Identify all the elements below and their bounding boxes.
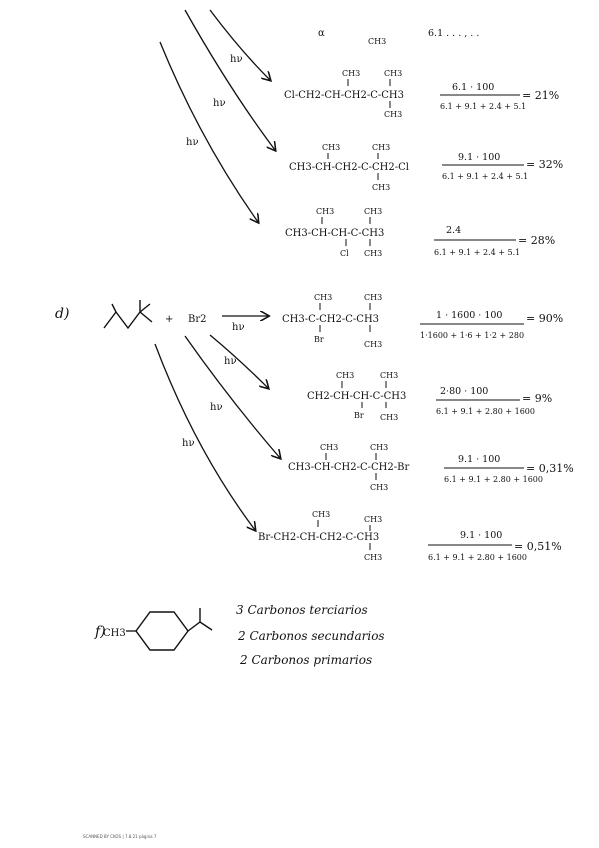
svg-text:CH3: CH3 bbox=[364, 293, 382, 302]
reagent-br2: Br2 bbox=[188, 314, 207, 325]
numerator-c1: 6.1 · 100 bbox=[452, 82, 494, 93]
svg-text:CH3: CH3 bbox=[364, 515, 382, 524]
isopropyl-group bbox=[187, 608, 213, 632]
numerator-c2: 9.1 · 100 bbox=[458, 152, 500, 163]
formula-d4: Br-CH2-CH-CH2-C-CH3 bbox=[258, 532, 379, 543]
svg-text:Br: Br bbox=[314, 335, 324, 344]
formula-c1: Cl-CH2-CH-CH2-C-CH3 bbox=[284, 90, 404, 101]
label-d: d) bbox=[55, 306, 69, 322]
partial-cl: α bbox=[318, 28, 325, 39]
product-c1: CH3 CH3 Cl-CH2-CH-CH2-C-CH3 CH3 6.1 · 10… bbox=[284, 69, 559, 119]
denominator-c3: 6.1 + 9.1 + 2.4 + 5.1 bbox=[434, 248, 520, 257]
hv-d-2: hν bbox=[210, 402, 223, 413]
note-primarios: 2 Carbonos primarios bbox=[239, 653, 372, 667]
svg-text:CH3: CH3 bbox=[380, 413, 398, 422]
product-d2: CH3 CH3 CH2-CH-CH-C-CH3 Br CH3 2·80 · 10… bbox=[307, 371, 552, 422]
svg-text:CH3: CH3 bbox=[342, 69, 360, 78]
svg-text:CH3: CH3 bbox=[370, 443, 388, 452]
partial-ch3: CH3 bbox=[368, 37, 386, 46]
substituent-ch3: CH3 bbox=[103, 628, 126, 639]
partial-fraction: 6.1 . . . , . . bbox=[428, 28, 479, 39]
denominator-d2: 6.1 + 9.1 + 2.80 + 1600 bbox=[436, 407, 535, 416]
svg-text:CH3: CH3 bbox=[316, 207, 334, 216]
label-f: f) bbox=[94, 624, 106, 640]
svg-text:CH3: CH3 bbox=[364, 340, 382, 349]
result-d3: = 0,31% bbox=[526, 462, 574, 475]
product-d1: CH3 CH3 CH3-C-CH2-C-CH3 Br CH3 1 · 1600 … bbox=[282, 293, 563, 349]
formula-c2: CH3-CH-CH2-C-CH2-Cl bbox=[289, 162, 409, 173]
numerator-d2: 2·80 · 100 bbox=[440, 386, 488, 397]
svg-text:CH3: CH3 bbox=[380, 371, 398, 380]
result-c2: = 32% bbox=[526, 158, 563, 171]
svg-text:Cl: Cl bbox=[340, 249, 349, 258]
svg-text:CH3: CH3 bbox=[364, 249, 382, 258]
product-c3: CH3 CH3 CH3-CH-CH-C-CH3 Cl CH3 2.4 6.1 +… bbox=[285, 207, 555, 258]
cyclohexane-ring bbox=[135, 611, 189, 651]
numerator-d1: 1 · 1600 · 100 bbox=[436, 310, 502, 321]
svg-text:CH3: CH3 bbox=[322, 143, 340, 152]
hv-d-1: hν bbox=[224, 356, 237, 367]
product-d3: CH3 CH3 CH3-CH-CH2-C-CH2-Br CH3 9.1 · 10… bbox=[288, 443, 574, 492]
result-d2: = 9% bbox=[522, 392, 552, 405]
svg-text:Br: Br bbox=[354, 411, 364, 420]
numerator-d4: 9.1 · 100 bbox=[460, 530, 502, 541]
result-c3: = 28% bbox=[518, 234, 555, 247]
note-secundarios: 2 Carbonos secundarios bbox=[237, 629, 385, 643]
formula-c3: CH3-CH-CH-C-CH3 bbox=[285, 228, 384, 239]
product-c2: CH3 CH3 CH3-CH-CH2-C-CH2-Cl CH3 9.1 · 10… bbox=[289, 143, 563, 192]
hv-d-3: hν bbox=[182, 438, 195, 449]
numerator-c3: 2.4 bbox=[446, 225, 461, 236]
product-d4: CH3 CH3 Br-CH2-CH-CH2-C-CH3 CH3 9.1 · 10… bbox=[258, 510, 562, 562]
arrow-d-3 bbox=[154, 343, 255, 530]
formula-d1: CH3-C-CH2-C-CH3 bbox=[282, 314, 379, 325]
denominator-d3: 6.1 + 9.1 + 2.80 + 1600 bbox=[444, 475, 543, 484]
svg-text:CH3: CH3 bbox=[370, 483, 388, 492]
denominator-d4: 6.1 + 9.1 + 2.80 + 1600 bbox=[428, 553, 527, 562]
hv-label-1: hν bbox=[230, 54, 243, 65]
arrow-hv-2 bbox=[184, 9, 275, 150]
result-d1: = 90% bbox=[526, 312, 563, 325]
svg-text:CH3: CH3 bbox=[384, 69, 402, 78]
hv-main: hν bbox=[232, 322, 245, 333]
svg-text:CH3: CH3 bbox=[364, 207, 382, 216]
result-c1: = 21% bbox=[522, 89, 559, 102]
result-d4: = 0,51% bbox=[514, 540, 562, 553]
arrow-hv-3 bbox=[159, 41, 258, 222]
svg-text:CH3: CH3 bbox=[320, 443, 338, 452]
svg-text:CH3: CH3 bbox=[372, 183, 390, 192]
arrow-d-1 bbox=[209, 334, 268, 388]
plus-sign: + bbox=[165, 314, 173, 325]
svg-text:CH3: CH3 bbox=[372, 143, 390, 152]
formula-d2: CH2-CH-CH-C-CH3 bbox=[307, 391, 406, 402]
denominator-c1: 6.1 + 9.1 + 2.4 + 5.1 bbox=[440, 102, 526, 111]
arrow-hv-1 bbox=[209, 9, 270, 80]
svg-text:CH3: CH3 bbox=[312, 510, 330, 519]
skeletal-alkane bbox=[103, 300, 153, 330]
denominator-d1: 1·1600 + 1·6 + 1·2 + 280 bbox=[420, 331, 524, 340]
formula-d3: CH3-CH-CH2-C-CH2-Br bbox=[288, 462, 409, 473]
svg-text:CH3: CH3 bbox=[384, 110, 402, 119]
arrow-d-2 bbox=[184, 335, 280, 458]
numerator-d3: 9.1 · 100 bbox=[458, 454, 500, 465]
denominator-c2: 6.1 + 9.1 + 2.4 + 5.1 bbox=[442, 172, 528, 181]
hv-label-2: hν bbox=[213, 98, 226, 109]
svg-text:CH3: CH3 bbox=[314, 293, 332, 302]
note-terciarios: 3 Carbonos terciarios bbox=[236, 603, 368, 617]
hv-label-3: hν bbox=[186, 137, 199, 148]
scan-footer: SCANNED BY CKOS | 7.8.21 página 7 bbox=[83, 834, 157, 839]
svg-text:CH3: CH3 bbox=[364, 553, 382, 562]
svg-text:CH3: CH3 bbox=[336, 371, 354, 380]
